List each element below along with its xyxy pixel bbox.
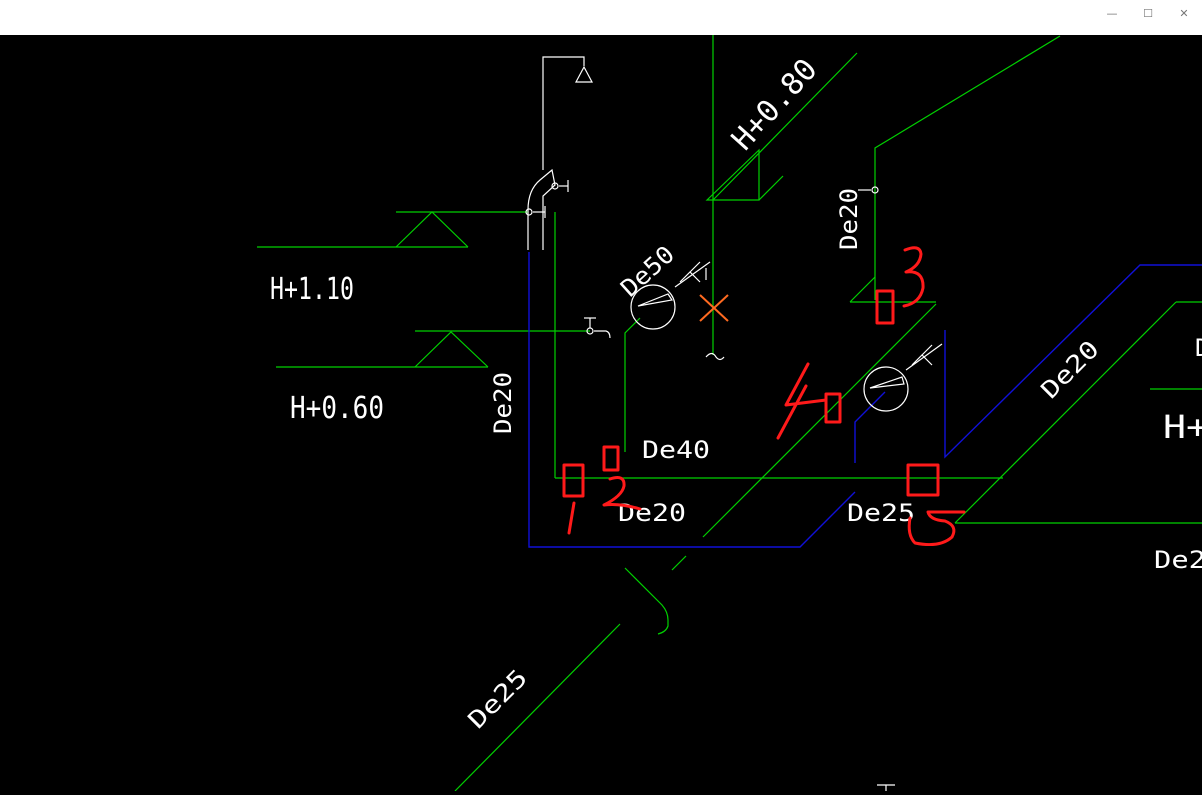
pipe-de25-stub	[671, 555, 687, 571]
elev-branch-080	[758, 175, 784, 201]
markup-box-4	[824, 392, 842, 424]
valve-node-icon	[525, 208, 533, 216]
label-h080: H+0.80	[725, 52, 825, 157]
maximize-button[interactable]: ☐	[1143, 6, 1153, 20]
pipe-labels: De20 De20 De50 De40 De20 De25 De20 De25 …	[462, 188, 1202, 734]
meter-valve-2-icon	[905, 343, 943, 371]
valve-node-3-icon	[871, 186, 879, 194]
red-markups	[562, 246, 966, 546]
drain-symbol-icon	[705, 352, 725, 361]
markup-numeral-4	[776, 362, 828, 440]
water-meter-de50-icon	[630, 284, 676, 330]
green-pipes	[257, 35, 1202, 792]
label-de40: De40	[642, 436, 710, 464]
elev-triangle-060	[414, 331, 489, 368]
pipe-upper-right	[874, 35, 1061, 300]
window-controls: — ☐ ✕	[1094, 0, 1202, 28]
window-titlebar: — ☐ ✕	[0, 0, 1202, 35]
blue-pipe-riser	[854, 391, 886, 463]
markup-box-1	[562, 463, 585, 498]
label-h-edge: H+	[1163, 408, 1202, 446]
label-h110: H+1.10	[270, 272, 354, 307]
label-d-edge: D	[1195, 334, 1202, 362]
label-de20-vertical-right: De20	[835, 188, 863, 250]
pipe-diagonal-mid	[702, 303, 937, 538]
markup-numeral-1	[567, 501, 576, 535]
label-de20-vertical-left: De20	[489, 372, 517, 434]
cross-marker-icon	[699, 294, 729, 322]
label-h060: H+0.60	[290, 391, 384, 426]
valve-body-icon	[527, 168, 556, 250]
markup-numeral-2	[602, 476, 642, 511]
meter-needle-de50	[637, 293, 674, 307]
faucet-spout-icon	[594, 330, 611, 339]
vent-pipe	[542, 56, 585, 170]
label-de25-bottom: De25	[847, 499, 915, 527]
meter-needle-2	[869, 376, 905, 389]
label-de20-diagonal: De20	[1035, 335, 1104, 404]
elevation-labels: H+1.10 H+0.60 H+0.80	[270, 52, 825, 426]
close-button[interactable]: ✕	[1179, 6, 1189, 20]
cad-drawing-canvas[interactable]: H+1.10 H+0.60 H+0.80 De20 De20 De50 De40…	[0, 35, 1202, 792]
valve-node-2-icon	[551, 182, 559, 190]
markup-box-3	[875, 289, 895, 325]
pipe-diagonal-080	[712, 52, 858, 201]
bottom-marker	[877, 784, 895, 791]
blue-pipe-main	[528, 252, 856, 548]
cad-drawing[interactable]: H+1.10 H+0.60 H+0.80 De20 De20 De50 De40…	[0, 35, 1202, 792]
markup-box-2	[602, 445, 620, 472]
elev-triangle-080	[705, 148, 760, 201]
pipe-de25-bend	[624, 567, 669, 635]
label-de25-diagonal: De25	[462, 664, 533, 735]
label-de2-edge: De2	[1154, 546, 1202, 574]
blue-pipes	[528, 252, 1202, 548]
water-meter-2-icon	[863, 366, 909, 412]
vent-cap-icon	[575, 65, 593, 83]
fixtures	[525, 56, 943, 791]
label-de20-bottom: De20	[618, 499, 686, 527]
markup-box-5	[906, 463, 940, 497]
markup-numeral-5	[907, 510, 966, 546]
blue-pipe-right	[944, 264, 1202, 459]
pipe-de40-riser	[624, 317, 641, 452]
pipe-diagonal-de25	[454, 623, 621, 792]
pipe-diagonal-de20	[954, 301, 1177, 524]
elev-triangle-110	[395, 211, 469, 248]
markup-numeral-3	[902, 246, 925, 308]
minimize-button[interactable]: —	[1106, 6, 1118, 20]
meter-valve-de50-icon	[674, 261, 711, 288]
